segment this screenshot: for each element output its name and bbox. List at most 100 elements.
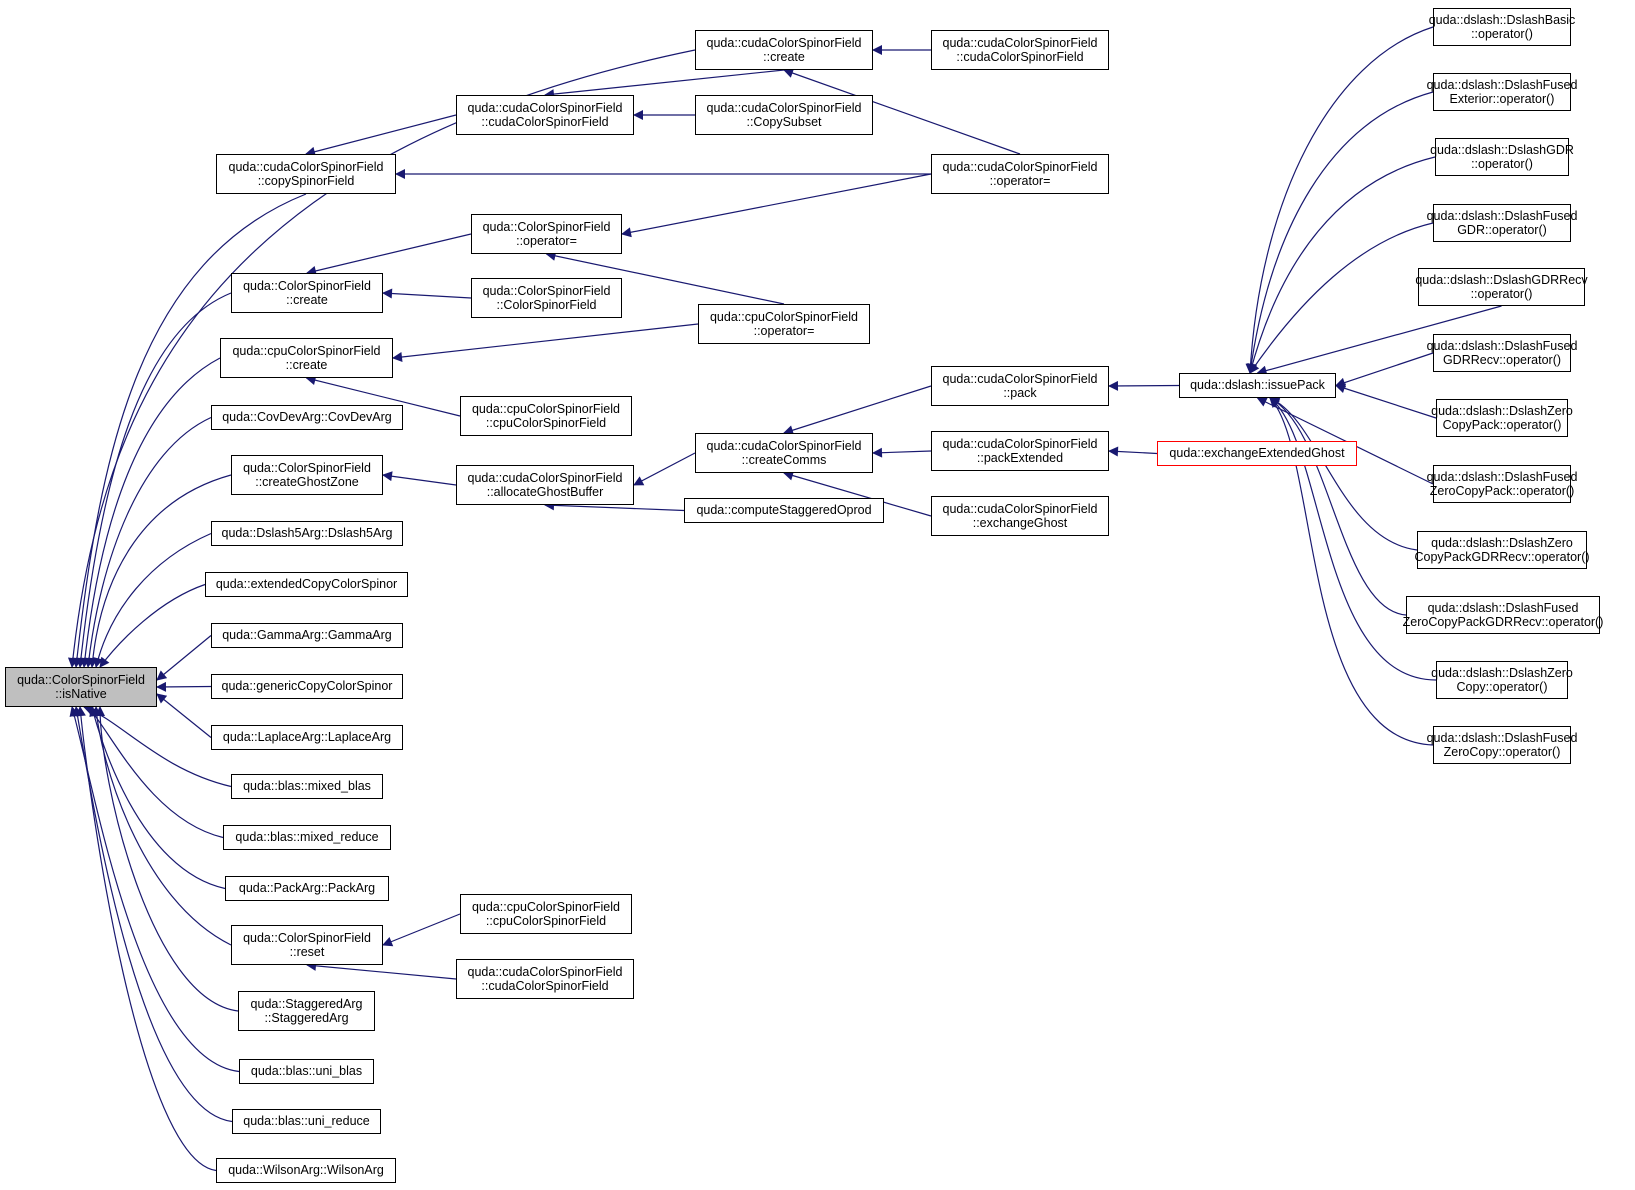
edge-csf_create-to-root xyxy=(75,292,232,668)
node-label-line: quda::exchangeExtendedGhost xyxy=(1169,446,1345,461)
edge-cpu_opeq-to-cpu_create xyxy=(392,323,699,362)
node-label-line: ::create xyxy=(763,50,805,64)
node-label-line: quda::blas::mixed_reduce xyxy=(235,830,379,845)
edge-laplace-to-root xyxy=(156,693,212,738)
node-label-line: ::CopySubset xyxy=(746,115,822,129)
node-cs-pack[interactable]: quda::cudaColorSpinorField::pack xyxy=(931,366,1109,406)
node-label-line: quda::cudaColorSpinorField xyxy=(942,35,1098,50)
node-stag-oprod[interactable]: quda::computeStaggeredOprod xyxy=(684,498,884,523)
node-cpu-opeq[interactable]: quda::cpuColorSpinorField::operator= xyxy=(698,304,870,344)
node-label-line: ::cpuColorSpinorField xyxy=(485,416,607,430)
node-covdev[interactable]: quda::CovDevArg::CovDevArg xyxy=(211,405,403,430)
node-cs-copyspinor[interactable]: quda::cudaColorSpinorField::copySpinorFi… xyxy=(216,154,396,194)
node-label-line: quda::cudaColorSpinorField xyxy=(228,159,384,174)
node-label-line: quda::ColorSpinorField xyxy=(17,672,145,687)
node-uni-blas[interactable]: quda::blas::uni_blas xyxy=(239,1059,374,1084)
node-label-line: ::exchangeGhost xyxy=(972,516,1068,530)
edge-cpu_create-to-root xyxy=(80,357,221,668)
node-label-line: CopyPack::operator() xyxy=(1442,418,1562,432)
node-label-line: ::packExtended xyxy=(976,451,1064,465)
node-csf-ghost[interactable]: quda::ColorSpinorField::createGhostZone xyxy=(231,455,383,495)
node-mixed-reduce[interactable]: quda::blas::mixed_reduce xyxy=(223,825,391,850)
edge-csf_ctor-to-csf_create xyxy=(382,288,472,299)
node-mixed-blas[interactable]: quda::blas::mixed_blas xyxy=(231,774,383,799)
edge-d_zcp-to-issuepack xyxy=(1335,383,1437,419)
node-label-line: quda::cudaColorSpinorField xyxy=(467,470,623,485)
node-label-line: ::pack xyxy=(1003,386,1037,400)
node-label-line: quda::cudaColorSpinorField xyxy=(467,100,623,115)
edge-cs_packext-to-cs_comms xyxy=(872,447,932,458)
node-cs-copysubset[interactable]: quda::cudaColorSpinorField::CopySubset xyxy=(695,95,873,135)
node-cpu-create[interactable]: quda::cpuColorSpinorField::create xyxy=(220,338,393,378)
edge-d_fused_zcp_gdr-to-issuepack xyxy=(1269,397,1407,616)
node-d-gdrrecv[interactable]: quda::dslash::DslashGDRRecv::operator() xyxy=(1415,268,1588,306)
node-label-line: quda::dslash::issuePack xyxy=(1190,378,1325,393)
edge-gencopy-to-root xyxy=(156,681,212,692)
node-label-line: quda::dslash::DslashZero xyxy=(1431,535,1573,550)
node-label-line: ::cudaColorSpinorField xyxy=(481,979,609,993)
node-gencopy[interactable]: quda::genericCopyColorSpinor xyxy=(211,674,403,699)
node-cs-packext[interactable]: quda::cudaColorSpinorField::packExtended xyxy=(931,431,1109,471)
node-label-line: ::copySpinorField xyxy=(257,174,355,188)
node-d-gdr[interactable]: quda::dslash::DslashGDR::operator() xyxy=(1430,138,1574,176)
node-label-line: quda::dslash::DslashFused xyxy=(1426,338,1578,353)
node-d-basic[interactable]: quda::dslash::DslashBasic::operator() xyxy=(1429,8,1575,46)
node-label-line: quda::cudaColorSpinorField xyxy=(467,964,623,979)
node-cs-ctor-a[interactable]: quda::cudaColorSpinorField::cudaColorSpi… xyxy=(456,95,634,135)
edge-d_zcp_gdr-to-issuepack xyxy=(1269,397,1418,551)
node-extcopy[interactable]: quda::extendedCopyColorSpinor xyxy=(205,572,408,597)
node-cpu-ctor-a[interactable]: quda::cpuColorSpinorField::cpuColorSpino… xyxy=(460,396,632,436)
edge-cs_opeq_right-to-cs_create_top xyxy=(783,68,1021,155)
node-label-line: quda::dslash::DslashFused xyxy=(1426,730,1578,745)
node-csf-opeq[interactable]: quda::ColorSpinorField::operator= xyxy=(471,214,622,254)
node-label-line: quda::dslash::DslashGDRRecv xyxy=(1415,272,1588,287)
node-packarg[interactable]: quda::PackArg::PackArg xyxy=(225,876,389,901)
node-cpu-ctor-b[interactable]: quda::cpuColorSpinorField::cpuColorSpino… xyxy=(460,894,632,934)
node-uni-reduce[interactable]: quda::blas::uni_reduce xyxy=(232,1109,381,1134)
node-csf-reset[interactable]: quda::ColorSpinorField::reset xyxy=(231,925,383,965)
node-wilson[interactable]: quda::WilsonArg::WilsonArg xyxy=(216,1158,396,1183)
node-cs-opeq-right[interactable]: quda::cudaColorSpinorField::operator= xyxy=(931,154,1109,194)
node-label-line: ZeroCopyPack::operator() xyxy=(1429,484,1575,498)
node-staggered[interactable]: quda::StaggeredArg::StaggeredArg xyxy=(238,991,375,1031)
node-exext[interactable]: quda::exchangeExtendedGhost xyxy=(1157,441,1357,466)
edge-issuepack-to-cs_pack xyxy=(1108,380,1180,391)
edge-cs_ctor_a-to-cs_copyspinor xyxy=(305,114,457,157)
node-label-line: ::operator= xyxy=(753,324,815,338)
node-cs-create-top[interactable]: quda::cudaColorSpinorField::create xyxy=(695,30,873,70)
node-label-line: quda::extendedCopyColorSpinor xyxy=(215,577,398,592)
node-cs-exghost[interactable]: quda::cudaColorSpinorField::exchangeGhos… xyxy=(931,496,1109,536)
edge-cs_create_top-to-cs_ctor_a xyxy=(544,69,785,100)
node-cs-comms[interactable]: quda::cudaColorSpinorField::createComms xyxy=(695,433,873,473)
node-dslash5[interactable]: quda::Dslash5Arg::Dslash5Arg xyxy=(211,521,403,546)
node-csf-create[interactable]: quda::ColorSpinorField::create xyxy=(231,273,383,313)
node-gamma[interactable]: quda::GammaArg::GammaArg xyxy=(211,623,403,648)
node-cs-ctor-b[interactable]: quda::cudaColorSpinorField::cudaColorSpi… xyxy=(456,959,634,999)
edge-dslash5-to-root xyxy=(93,532,212,668)
edge-cs_comms-to-cs_alloc xyxy=(633,452,696,486)
edge-cs_exghost-to-cs_comms xyxy=(783,470,932,517)
edge-d_fused_gdr-to-issuepack xyxy=(1249,222,1434,374)
node-cs-ctor-top-right[interactable]: quda::cudaColorSpinorField::cudaColorSpi… xyxy=(931,30,1109,70)
node-label-line: ::operator() xyxy=(1470,287,1533,301)
node-csf-ctor[interactable]: quda::ColorSpinorField::ColorSpinorField xyxy=(471,278,622,318)
node-root: quda::ColorSpinorField::isNative xyxy=(5,667,157,707)
node-label-line: quda::WilsonArg::WilsonArg xyxy=(228,1163,384,1178)
edge-d_gdr-to-issuepack xyxy=(1247,156,1436,374)
node-laplace[interactable]: quda::LaplaceArg::LaplaceArg xyxy=(211,725,403,750)
edge-uni_blas-to-root xyxy=(69,706,240,1073)
node-label-line: quda::cpuColorSpinorField xyxy=(232,343,381,358)
edge-uni_reduce-to-root xyxy=(72,706,233,1123)
node-cs-alloc[interactable]: quda::cudaColorSpinorField::allocateGhos… xyxy=(456,465,634,505)
node-issuepack[interactable]: quda::dslash::issuePack xyxy=(1179,373,1336,398)
edge-cpu_ctor_b-to-csf_reset xyxy=(382,913,461,947)
